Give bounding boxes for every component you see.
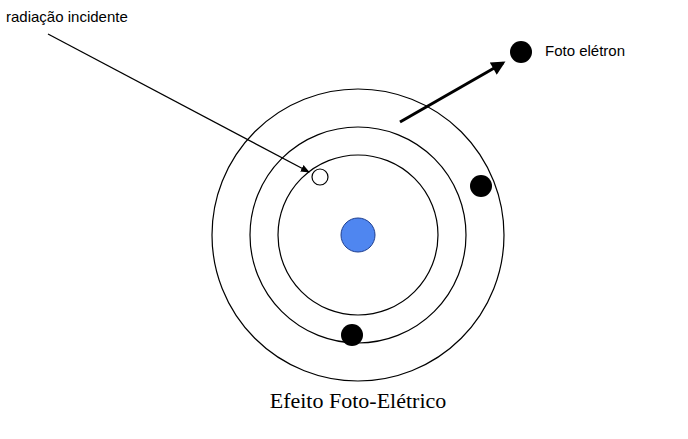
outer-orbit [212, 89, 504, 381]
electron [470, 175, 492, 197]
caption: Efeito Foto-Elétrico [270, 388, 447, 414]
inner-orbit [278, 155, 438, 315]
photoelectron-label: Foto elétron [545, 42, 625, 59]
photoelectron [510, 41, 532, 63]
photoelectron-arrow [400, 63, 503, 122]
nucleus [341, 218, 375, 252]
electron [341, 324, 363, 346]
radiation-label: radiação incidente [6, 8, 128, 25]
middle-orbit [250, 127, 466, 343]
incident-radiation-arrow [48, 34, 309, 172]
electron-vacancy [312, 169, 328, 185]
